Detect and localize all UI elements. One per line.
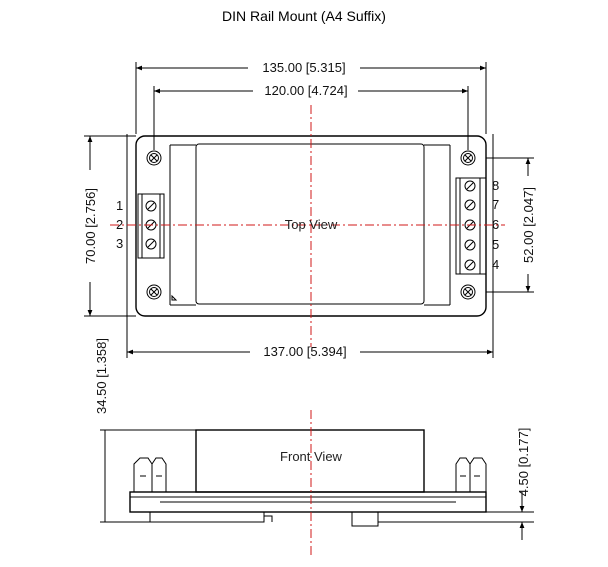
dimension-depth: 34.50 [1.358] <box>94 338 196 523</box>
dimension-terminal-span: 52.00 [2.047] <box>486 157 536 293</box>
mounting-screw-icon <box>146 150 162 166</box>
dimension-height: 70.00 [2.756] <box>83 135 136 317</box>
terminal-label: 6 <box>492 217 499 232</box>
left-terminal-block <box>137 193 165 259</box>
din-clip <box>264 515 273 522</box>
mounting-screw-icon <box>146 284 162 300</box>
din-clip <box>149 512 265 523</box>
dimension-text: 52.00 [2.047] <box>521 187 536 263</box>
terminal-label: 7 <box>492 197 499 212</box>
front-view-base <box>129 491 487 513</box>
front-terminal-post-right <box>455 457 487 492</box>
dimension-text: 70.00 [2.756] <box>83 188 98 264</box>
front-terminal-post-left <box>133 457 167 492</box>
top-view-base-outline <box>169 144 451 306</box>
terminal-label: 3 <box>116 236 123 251</box>
terminal-label: 1 <box>116 198 123 213</box>
dimension-clip: 4.50 [0.177] <box>378 428 534 540</box>
dimension-text: 135.00 [5.315] <box>262 60 345 75</box>
terminal-label: 2 <box>116 217 123 232</box>
dimension-text: 120.00 [4.724] <box>264 83 347 98</box>
led-indicator-icon <box>171 294 178 301</box>
din-clip <box>351 512 379 527</box>
dimension-overall-width: 135.00 [5.315] <box>135 60 487 134</box>
mounting-screw-icon <box>460 150 476 166</box>
front-view-label: Front View <box>280 449 343 464</box>
front-view: Front View <box>129 410 487 556</box>
top-view: 1 2 3 8 7 6 5 4 Top View <box>110 105 505 347</box>
dimension-text: 4.50 [0.177] <box>516 428 531 497</box>
terminal-label: 4 <box>492 257 499 272</box>
diagram-title: DIN Rail Mount (A4 Suffix) <box>222 8 386 24</box>
right-terminal-block <box>455 177 487 275</box>
top-view-panel <box>195 143 425 305</box>
dimension-text: 34.50 [1.358] <box>94 338 109 414</box>
dimension-text: 137.00 [5.394] <box>263 344 346 359</box>
mounting-screw-icon <box>460 284 476 300</box>
top-view-label: Top View <box>285 217 338 232</box>
dimension-hole-spacing: 120.00 [4.724] <box>153 83 469 150</box>
terminal-label: 8 <box>492 178 499 193</box>
terminal-label: 5 <box>492 237 499 252</box>
dimension-rail-width: 137.00 [5.394] <box>126 316 494 359</box>
